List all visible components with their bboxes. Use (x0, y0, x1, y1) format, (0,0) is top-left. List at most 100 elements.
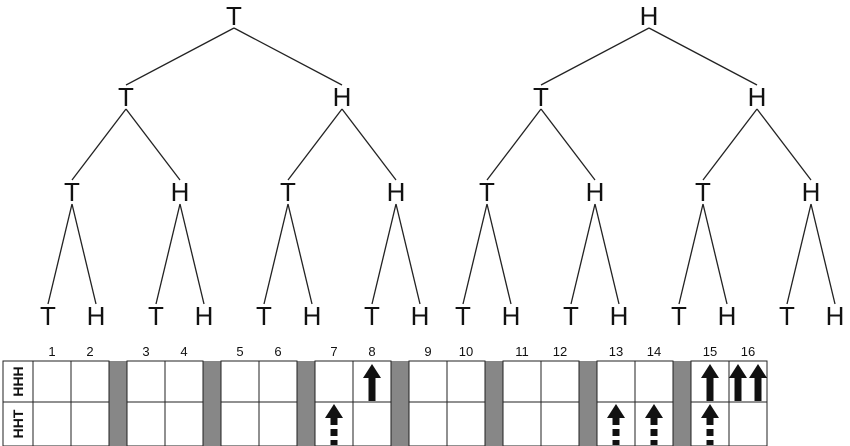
column-number: 7 (330, 344, 337, 359)
up-arrow-icon (729, 364, 747, 401)
grid-cell (258, 401, 298, 446)
tree-edge (570, 203, 596, 305)
group-separator (579, 361, 597, 446)
tree-node-t: T (533, 82, 549, 112)
tree-edge (233, 27, 343, 86)
tree-edge (756, 108, 812, 181)
column-number: 10 (459, 344, 473, 359)
column-number: 6 (274, 344, 281, 359)
grid-cell (634, 360, 674, 403)
dashed-up-arrow-icon (607, 404, 625, 445)
tree-edge (287, 108, 343, 181)
tree-edge (462, 203, 488, 305)
tree-leaf-h: H (303, 301, 322, 331)
tree-edge (371, 203, 397, 305)
tree-edge (486, 203, 512, 305)
tree-edge (702, 108, 758, 181)
dashed-up-arrow-icon (325, 404, 343, 445)
tree-node-t: T (695, 177, 711, 207)
tree-edge (648, 27, 758, 86)
tree-edge (341, 108, 397, 181)
row-label-hht: HHT (10, 409, 26, 438)
grid-cell (164, 401, 204, 446)
column-number: 8 (368, 344, 375, 359)
tree-node-h: H (586, 177, 605, 207)
tree-leaf-t: T (779, 301, 795, 331)
grid-cell (540, 401, 580, 446)
tree-edge (395, 203, 421, 305)
group-separator (485, 361, 503, 446)
grid-cell (258, 360, 298, 403)
tree-node-h: H (802, 177, 821, 207)
tree-node-h: H (171, 177, 190, 207)
column-number: 1 (48, 344, 55, 359)
dashed-up-arrow-icon (701, 404, 719, 445)
grid-cell (220, 360, 260, 403)
tree-leaf-h: H (826, 301, 845, 331)
tree-edge (540, 27, 650, 86)
column-number: 5 (236, 344, 243, 359)
tree-edge (47, 203, 73, 305)
tree-edge (594, 203, 620, 305)
tree-node-t: T (118, 82, 134, 112)
grid-cell (126, 401, 166, 446)
tree-root-h: H (640, 1, 659, 31)
group-separator (673, 361, 691, 446)
column-number: 14 (647, 344, 661, 359)
grid-cell (596, 360, 636, 403)
tree-node-h: H (333, 82, 352, 112)
tree-edge (287, 203, 313, 305)
group-separator (109, 361, 127, 446)
tree-edge (71, 108, 127, 181)
row-label-hhh: HHH (10, 366, 26, 396)
grid-cell (540, 360, 580, 403)
tree-leaf-h: H (411, 301, 430, 331)
tree-edge (702, 203, 728, 305)
grid-cell (352, 401, 392, 446)
tree-leaf-h: H (195, 301, 214, 331)
tree-edge (678, 203, 704, 305)
tree-edge (540, 108, 596, 181)
column-number: 15 (703, 344, 717, 359)
tree-node-h: H (748, 82, 767, 112)
tree-edge (125, 27, 235, 86)
group-separator (203, 361, 221, 446)
grid-cell (32, 360, 72, 403)
tree-node-h: H (387, 177, 406, 207)
grid-cell (502, 401, 542, 446)
column-number: 13 (609, 344, 623, 359)
grid-cell (408, 401, 448, 446)
grid-cell (502, 360, 542, 403)
grid-cell (70, 360, 110, 403)
tree-edges (47, 27, 836, 305)
column-number: 3 (142, 344, 149, 359)
grid-cell (634, 401, 674, 446)
grid-cell (220, 401, 260, 446)
tree-edge (155, 203, 181, 305)
dashed-up-arrow-icon (645, 404, 663, 445)
grid-cell (32, 401, 72, 446)
group-separator (391, 361, 409, 446)
tree-leaf-t: T (455, 301, 471, 331)
grid-cell (408, 360, 448, 403)
tree-leaf-h: H (87, 301, 106, 331)
tree-leaf-h: H (610, 301, 629, 331)
column-number: 12 (553, 344, 567, 359)
grid-cell (728, 401, 768, 446)
up-arrow-icon (701, 364, 719, 401)
grid-cell (446, 360, 486, 403)
tree-leaf-t: T (563, 301, 579, 331)
grid-cell (164, 360, 204, 403)
tree-edge (786, 203, 812, 305)
tree-leaf-h: H (502, 301, 521, 331)
grid-cell (70, 401, 110, 446)
column-number: 11 (515, 344, 529, 359)
tree-leaf-t: T (671, 301, 687, 331)
tree-root-t: T (226, 1, 242, 31)
grid-cell (314, 360, 354, 403)
tree-node-t: T (280, 177, 296, 207)
tree-node-t: T (479, 177, 495, 207)
up-arrow-icon (749, 364, 767, 401)
